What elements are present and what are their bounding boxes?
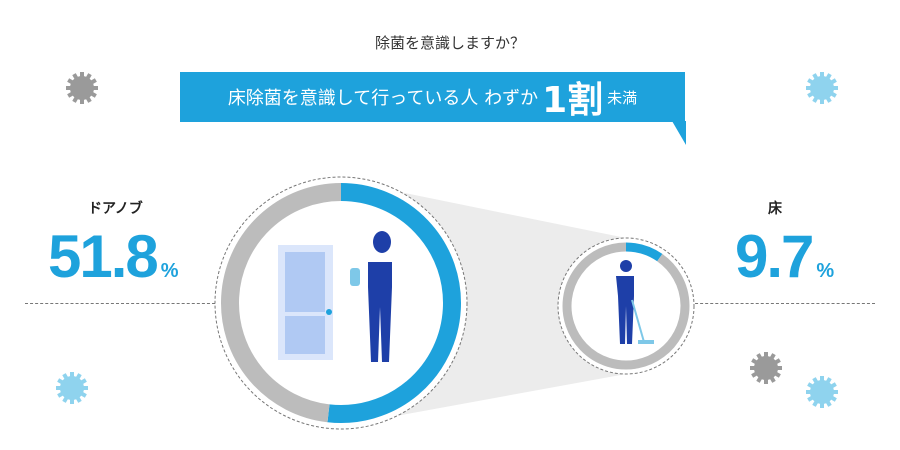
question-title: 除菌を意識しますか？	[374, 34, 525, 52]
cleaner-woman-illustration	[350, 231, 392, 362]
banner-prefix: 床除菌を意識して行っている人 わずか	[227, 88, 539, 109]
headline-banner: 床除菌を意識して行っている人 わずか 1割 未満	[180, 72, 685, 122]
cleaner-man-illustration	[616, 260, 654, 344]
left-unit: %	[160, 260, 179, 282]
virus-icon	[806, 72, 838, 104]
left-value: 51.8	[48, 223, 159, 290]
left-donut-slice-1	[221, 183, 342, 423]
right-donut-slice-1	[562, 242, 690, 370]
virus-icon	[66, 72, 98, 104]
right-unit: %	[816, 260, 835, 282]
right-percent: 9.7%	[735, 222, 834, 291]
banner-tail	[672, 121, 686, 145]
virus-icon	[750, 352, 782, 384]
doorknob-icon	[326, 309, 332, 315]
right-label: 床	[768, 201, 782, 217]
left-donut-slice-0	[327, 183, 461, 423]
divider-right	[690, 303, 875, 304]
left-label: ドアノブ	[88, 201, 143, 217]
left-percent: 51.8%	[48, 222, 179, 291]
right-donut-slice-0	[625, 242, 663, 262]
banner-highlight: 1割	[542, 80, 604, 121]
door-panel-bottom	[285, 316, 325, 354]
virus-icon	[56, 372, 88, 404]
banner-suffix: 未満	[607, 88, 638, 107]
right-value: 9.7	[735, 223, 814, 290]
virus-icon	[806, 376, 838, 408]
left-dashed-border	[214, 176, 468, 430]
door-panel-top	[285, 252, 325, 312]
divider-left	[25, 303, 215, 304]
